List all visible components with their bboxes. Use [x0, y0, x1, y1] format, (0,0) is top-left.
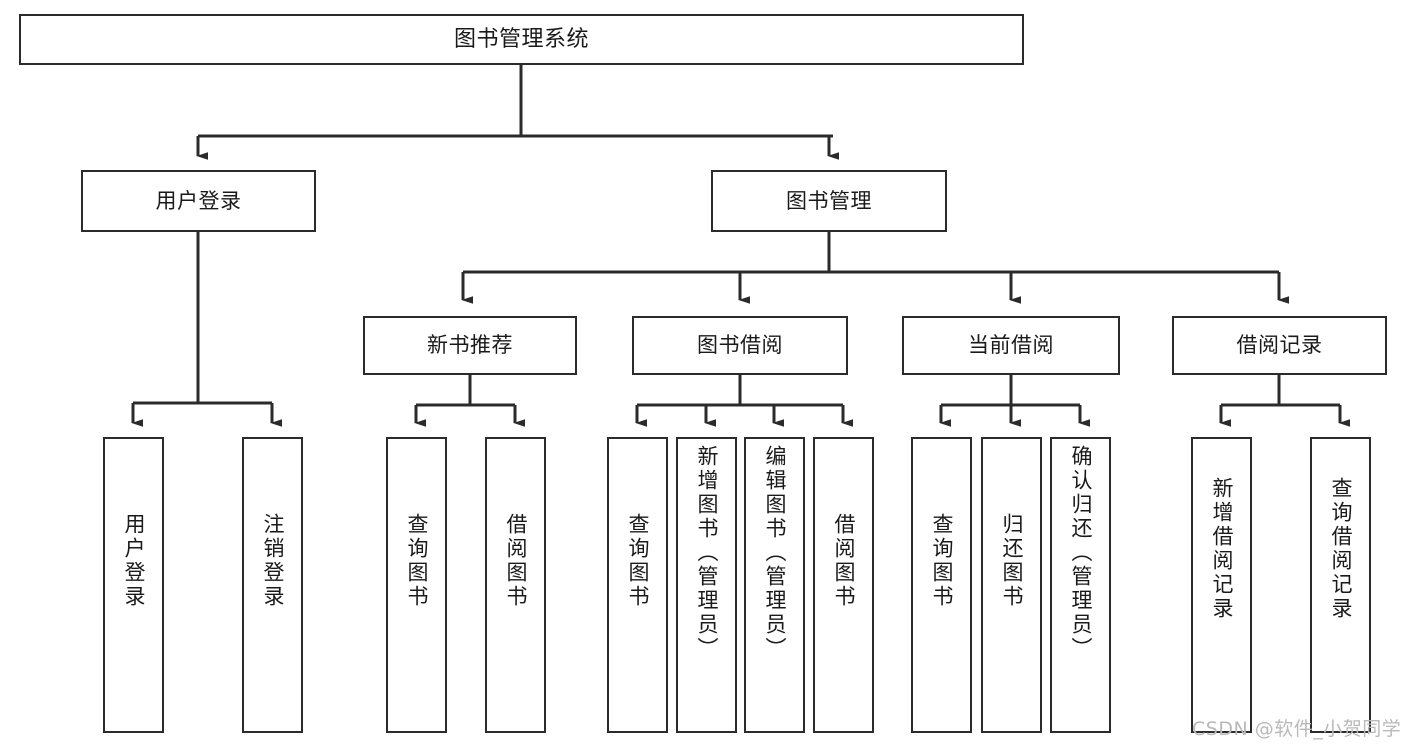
node-label: 查询图书: [930, 513, 954, 609]
node-label: 注销登录: [261, 513, 285, 609]
node-book-management[interactable]: 图书管理: [711, 170, 947, 232]
leaf-query-book-borrow[interactable]: 查询图书: [607, 437, 668, 733]
leaf-add-book-admin[interactable]: 新增图书（管理员）: [676, 437, 737, 733]
leaf-confirm-return-admin[interactable]: 确认归还（管理员）: [1050, 437, 1111, 733]
node-label: 归还图书: [1000, 513, 1024, 609]
node-label: 新增图书（管理员）: [695, 445, 719, 661]
node-label: 查询借阅记录: [1329, 477, 1353, 621]
leaf-query-book-recommend[interactable]: 查询图书: [386, 437, 447, 733]
node-label: 新增借阅记录: [1210, 477, 1234, 621]
node-book-borrowing[interactable]: 图书借阅: [632, 316, 848, 375]
node-label: 查询图书: [405, 513, 429, 609]
leaf-borrow-book[interactable]: 借阅图书: [813, 437, 874, 733]
node-label: 图书借阅: [697, 333, 783, 358]
node-root-book-management-system[interactable]: 图书管理系统: [19, 14, 1024, 65]
node-label: 用户登录: [122, 513, 146, 609]
node-label: 用户登录: [155, 188, 242, 213]
node-label: 编辑图书（管理员）: [763, 445, 787, 661]
csdn-watermark: CSDN @软件_小贺同学: [1192, 718, 1402, 740]
node-borrowing-record[interactable]: 借阅记录: [1172, 316, 1387, 375]
node-label: 借阅记录: [1236, 333, 1323, 358]
leaf-logout-login[interactable]: 注销登录: [242, 437, 303, 733]
node-current-borrowing[interactable]: 当前借阅: [902, 316, 1120, 375]
node-label: 借阅图书: [504, 513, 528, 609]
node-label: 图书管理: [786, 188, 872, 213]
node-label: 确认归还（管理员）: [1069, 445, 1093, 661]
node-label: 查询图书: [626, 513, 650, 609]
leaf-query-borrow-record[interactable]: 查询借阅记录: [1310, 437, 1371, 733]
leaf-user-login[interactable]: 用户登录: [103, 437, 164, 733]
node-label: 借阅图书: [832, 513, 856, 609]
leaf-return-book[interactable]: 归还图书: [981, 437, 1042, 733]
node-label: 图书管理系统: [453, 26, 589, 52]
leaf-query-book-current[interactable]: 查询图书: [911, 437, 972, 733]
leaf-add-borrow-record[interactable]: 新增借阅记录: [1191, 437, 1252, 733]
node-label: 当前借阅: [968, 333, 1054, 358]
node-new-book-recommendation[interactable]: 新书推荐: [363, 316, 577, 375]
leaf-edit-book-admin[interactable]: 编辑图书（管理员）: [744, 437, 805, 733]
node-label: 新书推荐: [427, 333, 513, 358]
leaf-borrow-book-recommend[interactable]: 借阅图书: [485, 437, 546, 733]
node-user-login[interactable]: 用户登录: [81, 170, 316, 232]
